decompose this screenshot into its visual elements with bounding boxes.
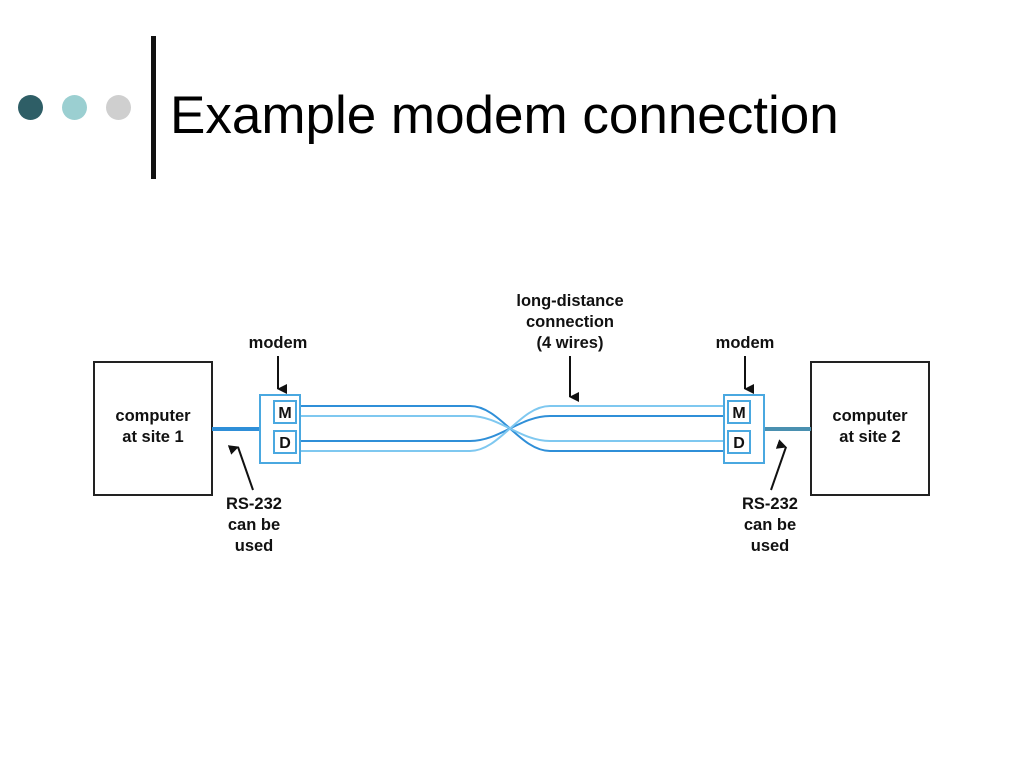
- title-bullet-dot-teal: [62, 95, 87, 120]
- modem-right-d-letter: D: [733, 435, 745, 452]
- computer-site-2: computer at site 2: [810, 361, 930, 496]
- modem-left-m-box: [273, 400, 297, 424]
- computer-site-1-label-line1: computer: [115, 407, 191, 425]
- modem-left-m-letter: M: [278, 405, 291, 422]
- rs232-right-label-line3: used: [751, 537, 790, 555]
- wire-upper-inner: [298, 415, 727, 442]
- computer-site-2-box: [810, 361, 930, 496]
- rs232-left-label-line3: used: [235, 537, 274, 555]
- computer-site-1-label-line2: at site 1: [122, 428, 183, 446]
- modem-left-d-box: [273, 430, 297, 454]
- wire-upper-outer: [298, 405, 727, 452]
- rs232-right-arrow: [770, 439, 787, 491]
- rs232-left-label-line2: can be: [228, 516, 280, 534]
- modem-right-m-letter: M: [732, 405, 745, 422]
- modem-right-label: modem: [716, 334, 775, 352]
- modem-left: M D: [259, 394, 301, 464]
- wire-lower-inner: [298, 415, 727, 442]
- modem-left-d-letter: D: [279, 435, 291, 452]
- computer-site-2-label-line1: computer: [832, 407, 908, 425]
- modem-right-m-box: [727, 400, 751, 424]
- modem-right: M D: [723, 394, 765, 464]
- slide-title: Example modem connection: [170, 86, 839, 145]
- rs232-left-arrow: [227, 445, 254, 491]
- computer-site-2-label-line2: at site 2: [839, 428, 900, 446]
- computer-site-1: computer at site 1: [93, 361, 213, 496]
- rs232-right-label-line2: can be: [744, 516, 796, 534]
- wire-lower-outer: [298, 405, 727, 452]
- title-divider: [151, 36, 156, 179]
- link-label-line3: (4 wires): [537, 334, 604, 352]
- modem-left-label: modem: [249, 334, 308, 352]
- link-label-line2: connection: [526, 313, 614, 331]
- computer-site-1-box: [93, 361, 213, 496]
- rs232-right-label-line1: RS-232: [742, 495, 798, 513]
- rs232-left-label-line1: RS-232: [226, 495, 282, 513]
- link-label-line1: long-distance: [516, 292, 623, 310]
- title-bullet-dot-grey: [106, 95, 131, 120]
- long-distance-wires: [298, 405, 727, 452]
- modem-right-d-box: [727, 430, 751, 454]
- title-bullet-dot-dark: [18, 95, 43, 120]
